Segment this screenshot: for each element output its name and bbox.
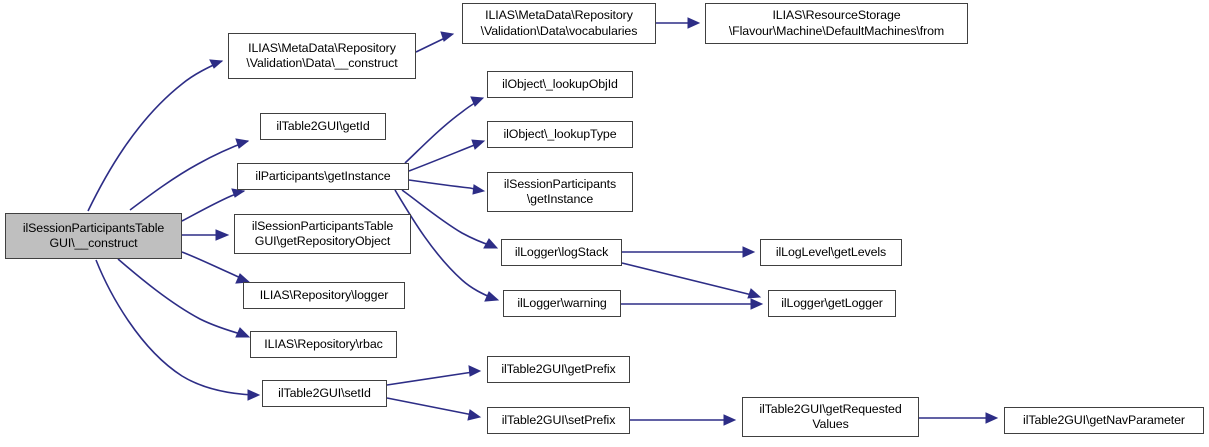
graph-node-label: ilSessionParticipants \getInstance [503,176,617,207]
arrowhead-icon [467,409,482,421]
arrowhead-icon [235,138,250,149]
arrowhead-icon [235,327,251,338]
graph-node-logger_getlogger[interactable]: ilLogger\getLogger [768,290,896,317]
call-edge-root-to-repository_rbac [117,258,245,336]
graph-node-label: ILIAS\ResourceStorage \Flavour\Machine\D… [728,8,945,38]
arrowhead-icon [483,238,499,249]
graph-node-label: ILIAS\Repository\rbac [264,336,383,351]
graph-node-label: ilTable2GUI\setPrefix [501,412,616,427]
call-edge-root-to-table2gui_setid [95,259,254,396]
graph-node-tablegui_getrepositoryobject[interactable]: ilSessionParticipantsTable GUI\getReposi… [234,214,411,254]
arrowhead-icon [468,365,482,377]
arrowhead-icon [247,389,261,401]
call-edge-root-to-metadata_construct [87,60,223,212]
graph-node-table2gui_setid[interactable]: ilTable2GUI\setId [262,380,387,407]
graph-node-logger_logstack[interactable]: ilLogger\logStack [501,239,622,266]
graph-node-root[interactable]: ilSessionParticipantsTable GUI\__constru… [5,213,182,259]
arrowhead-icon [235,273,251,284]
call-edge-root-to-repository_logger [181,251,246,281]
graph-node-label: ilTable2GUI\getRequested Values [759,401,902,432]
graph-node-label: ilTable2GUI\getNavParameter [1023,412,1185,427]
arrowhead-icon [742,246,756,258]
arrowhead-icon [231,188,246,198]
graph-node-label: ilTable2GUI\setId [278,385,371,400]
graph-node-lookuptype[interactable]: ilObject\_lookupType [487,121,633,148]
graph-node-repository_rbac[interactable]: ILIAS\Repository\rbac [250,331,397,358]
arrowhead-icon [470,96,485,107]
graph-node-label: ilTable2GUI\getPrefix [501,361,616,376]
arrowhead-icon [750,298,764,310]
graph-node-label: ILIAS\MetaData\Repository \Validation\Da… [246,40,398,71]
call-edge-root-to-table2gui_getid [129,140,249,211]
graph-node-table2gui_getprefix[interactable]: ilTable2GUI\getPrefix [487,356,630,383]
graph-node-vocabularies[interactable]: ILIAS\MetaData\Repository \Validation\Da… [462,3,656,44]
arrowhead-icon [440,31,455,42]
graph-node-label: ILIAS\Repository\logger [259,287,389,302]
graph-node-label: ilLogger\logStack [514,244,609,259]
arrowhead-icon [471,139,486,150]
graph-node-label: ilTable2GUI\getId [276,118,370,133]
graph-node-table2gui_getnavparameter[interactable]: ilTable2GUI\getNavParameter [1004,407,1204,434]
call-edge-participants_getinstance-to-sessionparticipants_getinstance [408,179,480,191]
arrowhead-icon [723,414,737,426]
graph-node-label: ilObject\_lookupObjId [502,76,618,91]
call-edge-root-to-participants_getinstance [181,190,245,222]
graph-node-label: ilLogLevel\getLevels [775,244,887,259]
arrowhead-icon [472,184,486,195]
call-edge-table2gui_setid-to-table2gui_getprefix [386,371,474,386]
graph-node-loglevel_getlevels[interactable]: ilLogLevel\getLevels [760,239,902,266]
call-edge-participants_getinstance-to-lookupobjid [404,100,479,164]
graph-node-logger_warning[interactable]: ilLogger\warning [503,290,621,317]
call-edge-participants_getinstance-to-logger_logstack [401,189,493,247]
arrowhead-icon [215,229,230,241]
call-edge-logger_logstack-to-logger_getlogger [621,262,753,296]
arrowhead-icon [985,412,999,424]
call-edge-participants_getinstance-to-lookuptype [408,142,480,172]
graph-node-table2gui_getrequestedvalues[interactable]: ilTable2GUI\getRequested Values [742,397,919,437]
graph-node-metadata_construct[interactable]: ILIAS\MetaData\Repository \Validation\Da… [228,33,416,79]
call-edge-participants_getinstance-to-logger_warning [394,189,493,299]
graph-node-repository_logger[interactable]: ILIAS\Repository\logger [243,282,405,309]
graph-node-label: ilSessionParticipantsTable GUI\getReposi… [251,218,394,249]
graph-node-label: ilParticipants\getInstance [255,168,391,183]
graph-node-sessionparticipants_getinstance[interactable]: ilSessionParticipants \getInstance [487,172,633,212]
graph-node-table2gui_getid[interactable]: ilTable2GUI\getId [260,113,386,140]
graph-node-lookupobjid[interactable]: ilObject\_lookupObjId [487,71,633,98]
graph-node-label: ILIAS\MetaData\Repository \Validation\Da… [480,8,638,38]
graph-node-label: ilSessionParticipantsTable GUI\__constru… [22,220,165,251]
graph-node-label: ilLogger\getLogger [781,295,883,310]
graph-node-default_machines_from[interactable]: ILIAS\ResourceStorage \Flavour\Machine\D… [705,3,968,44]
arrowhead-icon [484,291,500,302]
graph-node-label: ilLogger\warning [517,295,607,310]
graph-node-participants_getinstance[interactable]: ilParticipants\getInstance [237,163,409,190]
graph-node-label: ilObject\_lookupType [503,126,617,141]
graph-node-table2gui_setprefix[interactable]: ilTable2GUI\setPrefix [487,407,630,434]
arrowhead-icon [209,59,224,69]
call-edge-table2gui_setid-to-table2gui_setprefix [386,397,474,416]
call-edge-metadata_construct-to-vocabularies [415,36,448,53]
arrowhead-icon [747,288,762,299]
arrowhead-icon [687,17,701,29]
